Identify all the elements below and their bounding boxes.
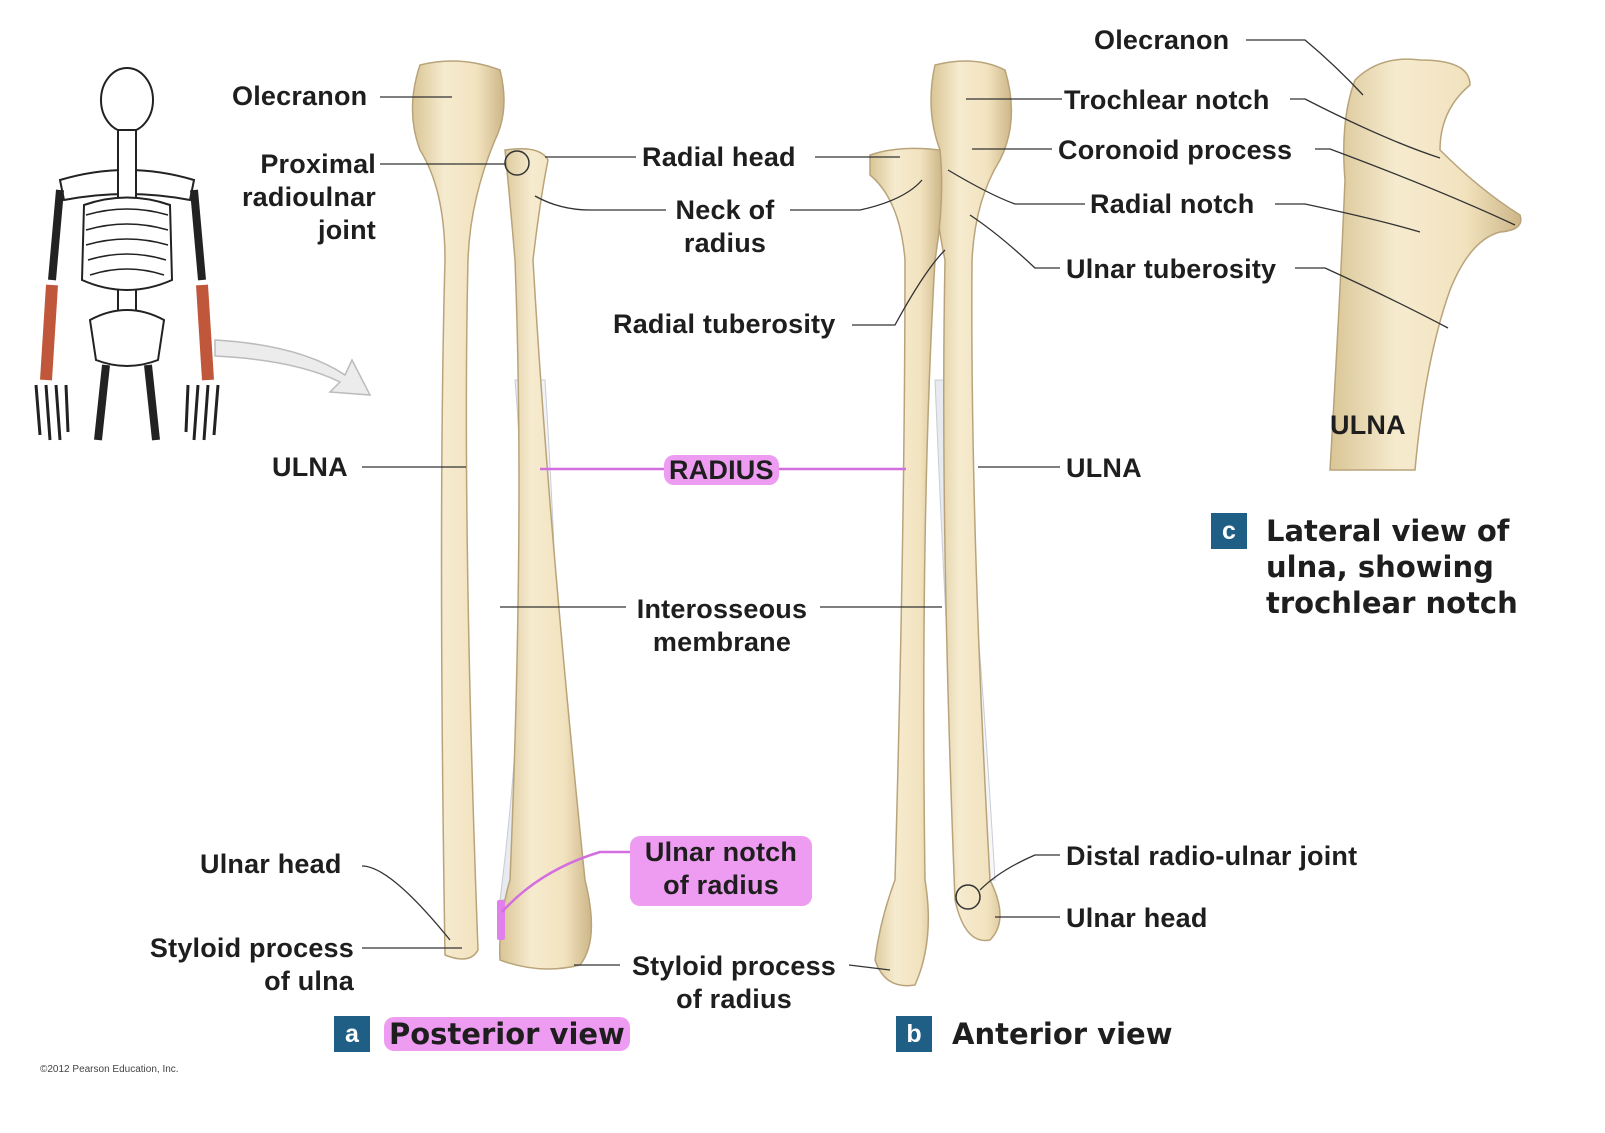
label-styloid-process-radius: Styloid process of radius [620,950,848,1016]
label-ulnar-tuberosity: Ulnar tuberosity [1066,253,1276,286]
arrow-icon [215,340,370,395]
view-badge-a: a [334,1016,370,1052]
copyright-note: ©2012 Pearson Education, Inc. [40,1064,179,1075]
label-trochlear-notch: Trochlear notch [1064,84,1270,117]
label-ulna-anterior: ULNA [1066,452,1142,485]
label-radial-head: Radial head [642,141,796,174]
label-ulnar-notch-of-radius: Ulnar notch of radius [630,836,812,906]
posterior-bones [413,61,592,969]
label-ulnar-head-anterior: Ulnar head [1066,902,1208,935]
label-coronoid-process: Coronoid process [1058,134,1292,167]
radius-highlight: RADIUS [664,455,779,485]
label-radial-tuberosity: Radial tuberosity [613,308,835,341]
label-ulna-posterior: ULNA [272,451,348,484]
label-proximal-radioulnar-joint: Proximal radioulnar joint [226,148,376,247]
label-distal-radio-ulnar-joint: Distal radio-ulnar joint [1066,840,1357,873]
label-radial-notch: Radial notch [1090,188,1254,221]
view-badge-c: c [1211,513,1247,549]
label-ulna-lateral: ULNA [1330,409,1406,442]
label-styloid-process-ulna: Styloid process of ulna [130,932,354,998]
skeleton-thumbnail [36,68,218,440]
label-olecranon-lateral: Olecranon [1094,24,1229,57]
posterior-view-title: Posterior view [384,1016,630,1052]
view-badge-b: b [896,1016,932,1052]
label-interosseous-membrane: Interosseous membrane [624,593,820,659]
label-radius: RADIUS [664,454,779,487]
label-olecranon-posterior: Olecranon [232,80,367,113]
label-neck-of-radius: Neck of radius [660,194,790,260]
label-ulnar-head-posterior: Ulnar head [200,848,342,881]
anterior-view-title: Anterior view [952,1016,1173,1052]
posterior-title-highlight: Posterior view [384,1017,630,1051]
lateral-view-title: Lateral view of ulna, showing trochlear … [1266,513,1556,621]
anterior-bones [870,61,1011,986]
